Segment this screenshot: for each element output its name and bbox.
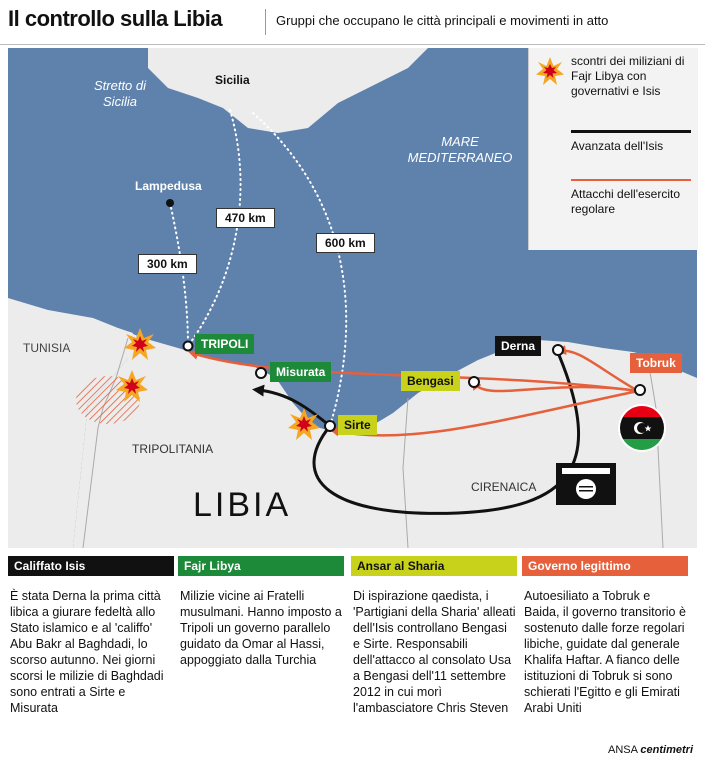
legend-army-attacks: Attacchi dell'esercito regolare <box>571 187 681 216</box>
army-attack-bengasi <box>471 379 639 393</box>
column-heading: Fajr Libya <box>178 556 344 576</box>
libya-flag-icon <box>618 404 666 452</box>
column-text: Autoesiliato a Tobruk e Baida, il govern… <box>524 589 686 715</box>
tobruk-marker <box>634 384 646 396</box>
misurata-marker <box>255 367 267 379</box>
mare-label: MARE MEDITERRANEO <box>407 134 513 165</box>
column-isis: Califfato Isis È stata Derna la prima ci… <box>8 556 174 716</box>
column-heading: Califfato Isis <box>8 556 174 576</box>
bengasi-marker <box>468 376 480 388</box>
army-attack-derna <box>556 345 639 393</box>
distance-300km: 300 km <box>138 254 197 274</box>
city-derna[interactable]: Derna <box>495 336 542 356</box>
stretto-label: Stretto di Sicilia <box>93 78 147 109</box>
column-text: Milizie vicine ai Fratelli musulmani. Ha… <box>180 589 342 667</box>
city-tobruk[interactable]: Tobruk <box>630 353 682 373</box>
tripolitania-label: TRIPOLITANIA <box>132 442 214 456</box>
italy-land <box>308 48 368 68</box>
explosion-icon <box>116 370 148 402</box>
footer-credit: ANSA centimetri <box>608 744 693 756</box>
legend-clashes: scontri dei miliziani di Fajr Libya con … <box>571 54 685 98</box>
army-attack-tripoli <box>188 350 639 393</box>
isis-advance-derna <box>312 347 581 515</box>
legend-army-line <box>571 179 691 181</box>
tunisia-label: TUNISIA <box>23 341 71 355</box>
egypt-border <box>647 359 664 548</box>
column-text: È stata Derna la prima città libica a gi… <box>10 589 164 715</box>
title-separator <box>265 9 266 35</box>
libya-land <box>73 328 697 548</box>
city-tripoli[interactable]: TRIPOLI <box>195 334 255 354</box>
lampedusa-dot <box>166 199 174 207</box>
header: Il controllo sulla Libia Gruppi che occu… <box>0 0 705 45</box>
legend: scontri dei miliziani di Fajr Libya con … <box>528 48 698 250</box>
legend-isis-line <box>571 130 691 133</box>
column-fajr: Fajr Libya Milizie vicine ai Fratelli mu… <box>178 556 344 668</box>
tripoli-marker <box>182 340 194 352</box>
city-bengasi[interactable]: Bengasi <box>401 371 460 391</box>
footer-brand: centimetri <box>640 744 693 756</box>
column-text: Di ispirazione qaedista, i 'Partigiani d… <box>353 589 516 715</box>
explosion-icon <box>288 408 320 440</box>
column-government: Governo legittimo Autoesiliato a Tobruk … <box>522 556 688 716</box>
region-border <box>402 397 409 548</box>
sicilia-label: Sicilia <box>215 73 250 87</box>
distance-600km: 600 km <box>316 233 375 253</box>
sirte-marker <box>324 420 336 432</box>
footer-source: ANSA <box>608 744 638 756</box>
derna-marker <box>552 344 564 356</box>
column-heading: Governo legittimo <box>522 556 688 576</box>
libia-label: LIBIA <box>193 486 292 524</box>
city-sirte[interactable]: Sirte <box>338 415 377 435</box>
column-ansar: Ansar al Sharia Di ispirazione qaedista,… <box>351 556 517 716</box>
explosion-icon <box>536 57 564 85</box>
lampedusa-label: Lampedusa <box>135 179 202 193</box>
route-470km <box>187 109 242 347</box>
city-misurata[interactable]: Misurata <box>270 362 332 382</box>
tunisia-land <box>8 298 133 548</box>
isis-flag-icon <box>556 463 616 505</box>
page-title: Il controllo sulla Libia <box>8 6 223 31</box>
route-600km <box>252 112 348 427</box>
legend-isis-advance: Avanzata dell'Isis <box>571 139 664 153</box>
cirenaica-label: CIRENAICA <box>471 480 537 494</box>
distance-470km: 470 km <box>216 208 275 228</box>
page-subtitle: Gruppi che occupano le città principali … <box>276 13 609 28</box>
isis-advance-misurata <box>252 384 331 428</box>
column-heading: Ansar al Sharia <box>351 556 517 576</box>
sicily-land <box>148 48 428 133</box>
explosion-icon <box>124 328 156 360</box>
